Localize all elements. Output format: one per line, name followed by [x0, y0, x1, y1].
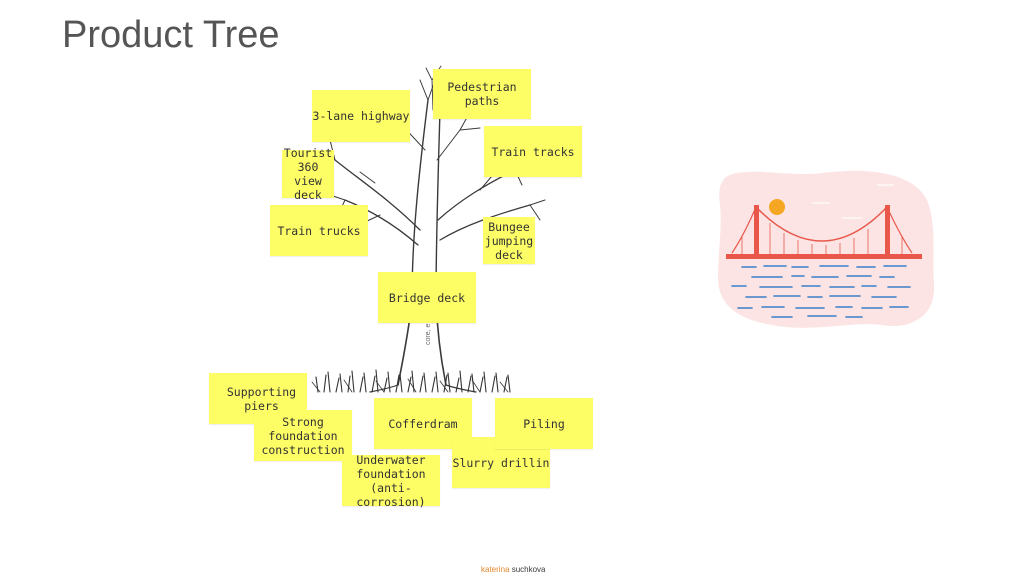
note-tourist-deck: Tourist 360 view deck [282, 150, 334, 198]
author-last-name: suchkova [512, 565, 546, 574]
author-first-name: katerina [481, 565, 509, 574]
note-3-lane-highway: 3-lane highway [312, 90, 410, 142]
note-pedestrian-paths: Pedestrian paths [433, 69, 531, 119]
note-underwater-foundation: Underwater foundation (anti- corrosion) [342, 455, 440, 506]
author-signature: katerina suchkova [481, 565, 546, 574]
note-piling: Piling [495, 398, 593, 449]
note-bridge-deck: Bridge deck [378, 272, 476, 323]
note-train-trucks: Train trucks [270, 205, 368, 256]
note-strong-foundation: Strong foundation construction [254, 410, 352, 461]
trunk-label: core, e [425, 323, 432, 345]
golden-gate-bridge-illustration [712, 165, 937, 333]
note-train-tracks: Train tracks [484, 126, 582, 177]
note-bungee-deck: Bungee jumping deck [483, 217, 535, 264]
